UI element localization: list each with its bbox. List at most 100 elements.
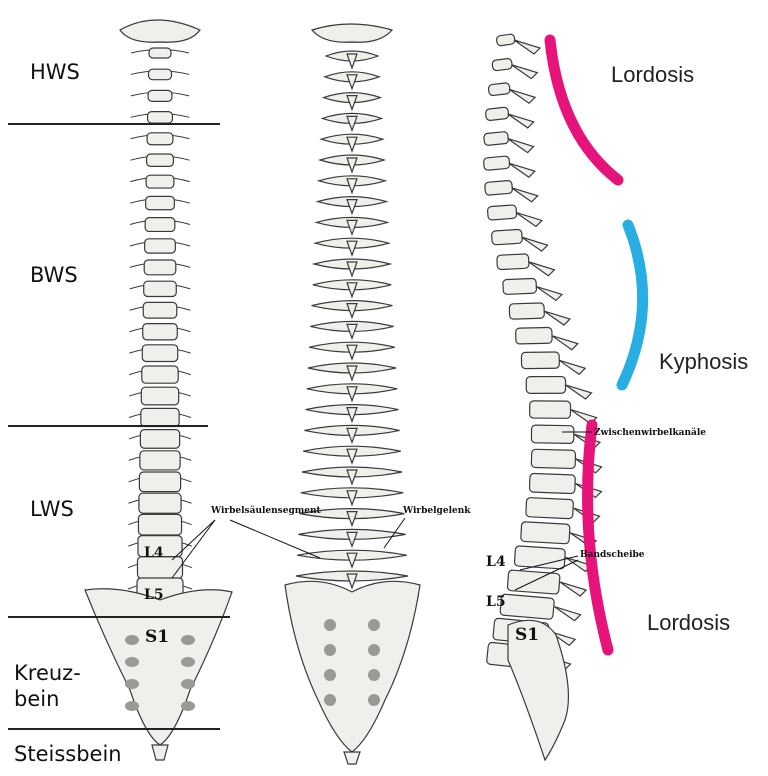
vertebra-body-front — [146, 132, 174, 146]
vertebra-body-front — [142, 323, 178, 341]
front-l5-label: L5 — [144, 587, 164, 603]
vertebra-body-side — [508, 302, 545, 320]
vertebra-body-side — [529, 400, 572, 419]
spinous-process — [346, 531, 358, 549]
side-l4-label: L4 — [486, 554, 506, 570]
sacral-foramen — [125, 701, 139, 711]
sacral-foramen — [125, 657, 139, 667]
spinous-process-side — [535, 285, 564, 302]
sacral-foramen — [368, 644, 380, 656]
side-s1-label: S1 — [515, 625, 540, 645]
vertebra-body-side — [515, 326, 553, 345]
spinous-process — [346, 323, 358, 341]
spinous-process — [346, 157, 358, 174]
spinous-process — [346, 573, 358, 590]
sacral-foramen — [368, 669, 380, 681]
vertebra-body-side — [491, 228, 523, 246]
spinous-process — [346, 199, 358, 216]
spinous-process-side — [521, 236, 549, 252]
vertebra-body-front — [140, 386, 180, 406]
sacral-foramen — [368, 619, 380, 631]
sacral-foramen — [181, 701, 195, 711]
upper-lordosis-arc — [544, 34, 624, 186]
vertebra-body-side — [496, 253, 530, 271]
vertebra-body-side — [530, 424, 575, 444]
spinous-process — [346, 427, 358, 445]
sacrum-back — [284, 580, 421, 753]
vertebra-body-front — [145, 174, 175, 189]
wirbelsaeulensegment-leader — [171, 519, 216, 561]
spinous-process — [346, 115, 358, 133]
spinous-process — [346, 490, 358, 507]
vertebra-body-side — [520, 521, 571, 545]
vertebra-body-front — [146, 153, 175, 167]
spinous-process — [346, 136, 358, 153]
atlas-front — [119, 19, 201, 43]
divider-hws-bws — [8, 123, 220, 125]
vertebra-body-side — [506, 569, 561, 595]
vertebra-body-front — [141, 365, 179, 384]
spinous-process — [346, 365, 358, 382]
spinous-process — [346, 511, 358, 528]
divider-kreuzbein-steissbein — [8, 728, 220, 730]
posterior-spine-view — [284, 23, 421, 765]
kyphosis-label: Kyphosis — [659, 349, 749, 374]
sacral-foramen — [125, 635, 139, 645]
vertebra-body-front — [139, 429, 181, 449]
sacral-foramen — [368, 694, 380, 706]
spinous-process — [346, 53, 358, 70]
sacrum-front — [84, 588, 233, 746]
vertebra-body-front — [139, 450, 181, 471]
vertebra-body-side — [528, 472, 576, 495]
sacral-foramen — [181, 679, 195, 689]
wirbelsaeulensegment-leader — [229, 519, 321, 559]
spinous-process — [346, 261, 358, 278]
spinous-process-side — [543, 310, 572, 326]
vertebra-body-side — [487, 204, 518, 221]
spinous-process — [346, 282, 358, 299]
vertebra-body-front — [141, 344, 179, 363]
vertebra-body-front — [147, 89, 173, 102]
kyphosis-arc — [616, 219, 649, 391]
zwischenwirbelkanaele-label: Zwischenwirbelkanäle — [594, 428, 707, 438]
spinous-process — [346, 219, 358, 237]
vertebra-body-side — [530, 448, 577, 470]
vertebra-body-front — [145, 195, 175, 211]
spinous-process — [346, 386, 358, 403]
spinous-process-side — [554, 606, 582, 622]
vertebra-body-side — [483, 131, 509, 146]
vertebra-body-front — [140, 407, 180, 428]
lateral-spine-view — [483, 33, 603, 762]
vertebra-body-side — [520, 351, 560, 370]
upper-lordosis-label: Lordosis — [611, 62, 695, 87]
spinous-process — [346, 74, 358, 91]
sacral-foramen — [181, 657, 195, 667]
spinous-process-side — [508, 162, 536, 178]
spinous-process — [346, 178, 358, 195]
sacrum-side — [507, 619, 569, 762]
region-hws-label: HWS — [30, 60, 80, 84]
spinous-process-side — [558, 359, 587, 376]
spinous-process — [346, 240, 358, 257]
wirbelgelenk-label: Wirbelgelenk — [403, 506, 471, 516]
anterior-spine-view — [84, 19, 233, 761]
vertebra-body-side — [525, 497, 574, 520]
spinous-process — [346, 95, 358, 112]
vertebra-body-side — [483, 155, 511, 171]
spinous-process — [346, 448, 358, 465]
region-steissbein-label: Steissbein — [14, 742, 122, 766]
wirbelsaeulensegment-label: Wirbelsäulensegment — [211, 506, 321, 516]
sacral-foramen — [324, 694, 336, 706]
spinous-process — [346, 407, 358, 424]
divider-bws-lws — [8, 425, 208, 427]
spinous-process-side — [513, 39, 542, 55]
wirbelsaeulensegment-leader — [171, 519, 216, 579]
vertebra-body-side — [485, 106, 510, 121]
bandscheibe-label: Bandscheibe — [580, 550, 645, 560]
coccyx-front — [151, 744, 169, 761]
sacral-foramen — [324, 644, 336, 656]
vertebra-body-front — [137, 513, 183, 536]
lower-lordosis-label: Lordosis — [647, 610, 731, 635]
vertebra-body-side — [525, 375, 567, 394]
